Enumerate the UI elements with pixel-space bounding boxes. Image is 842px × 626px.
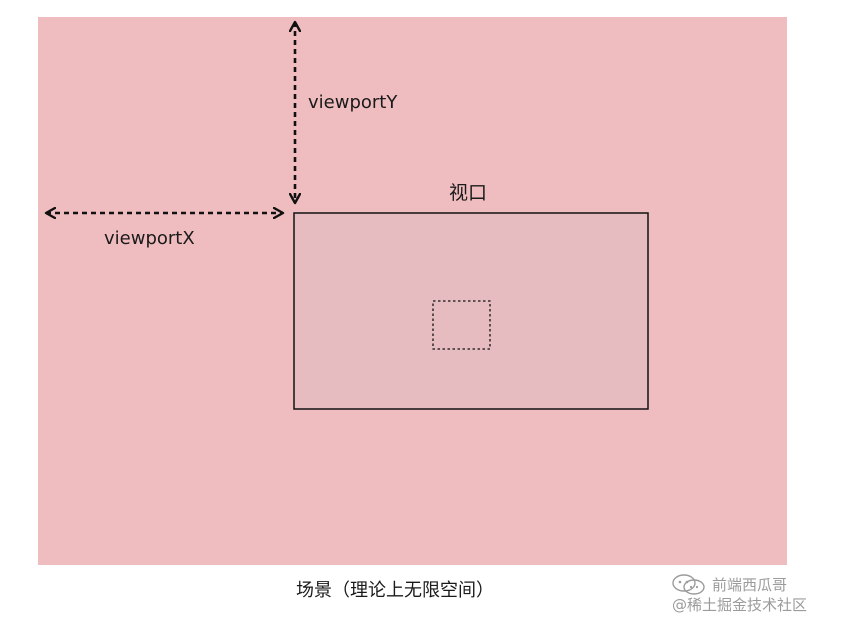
watermark: 前端西瓜哥 @稀土掘金技术社区 bbox=[672, 574, 832, 614]
watermark-source: @稀土掘金技术社区 bbox=[672, 596, 808, 614]
viewport-x-label: viewportX bbox=[104, 228, 195, 249]
viewport-label: 视口 bbox=[449, 182, 488, 204]
scene-caption: 场景（理论上无限空间） bbox=[296, 580, 494, 601]
wechat-icon bbox=[672, 574, 705, 595]
viewport-y-label: viewportY bbox=[308, 92, 398, 113]
watermark-line-1: 前端西瓜哥 bbox=[672, 574, 832, 595]
viewport-rect bbox=[293, 212, 649, 410]
inner-dashed-rect bbox=[432, 300, 491, 350]
watermark-author: 前端西瓜哥 bbox=[712, 576, 788, 594]
